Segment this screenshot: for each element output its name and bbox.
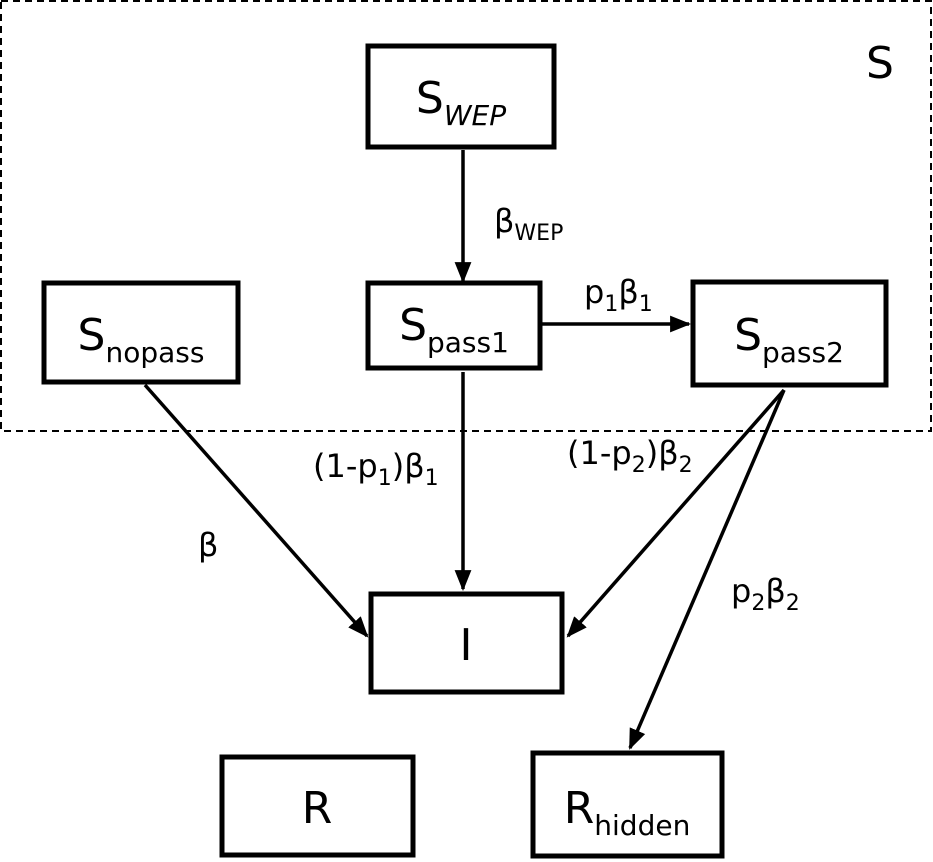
edge-nopass-to-i <box>143 383 369 638</box>
edge-pass2-to-r-hidden <box>628 389 786 750</box>
node-s-pass2-text: Spass2 <box>734 310 844 369</box>
node-s-wep: SWEP <box>365 43 557 150</box>
node-r-text: R <box>302 783 333 834</box>
edge-label-beta: β <box>198 526 218 564</box>
susceptible-group-label: S <box>866 38 894 89</box>
node-s-wep-text: SWEP <box>416 73 506 132</box>
node-s-pass1: Spass1 <box>365 280 543 371</box>
edge-label-1-minus-p1-beta1: (1-p1)β1 <box>313 447 439 491</box>
node-r-hidden: Rhidden <box>530 750 725 859</box>
edge-label-p2-beta2: p2β2 <box>731 572 800 616</box>
node-s-nopass: Snopass <box>41 280 241 385</box>
node-s-pass2: Spass2 <box>690 279 889 388</box>
node-s-pass1-text: Spass1 <box>399 300 509 359</box>
edge-pass2-to-i <box>566 388 786 638</box>
node-i-text: I <box>460 620 473 671</box>
node-i: I <box>368 591 565 695</box>
edge-label-p1-beta1: p1β1 <box>584 273 653 317</box>
node-r: R <box>219 754 416 858</box>
edge-label-beta-wep: βWEP <box>494 202 563 246</box>
susceptible-group-frame <box>0 0 932 432</box>
node-r-hidden-text: Rhidden <box>564 783 691 842</box>
edge-label-1-minus-p2-beta2: (1-p2)β2 <box>567 434 693 478</box>
node-s-nopass-text: Snopass <box>78 310 205 369</box>
